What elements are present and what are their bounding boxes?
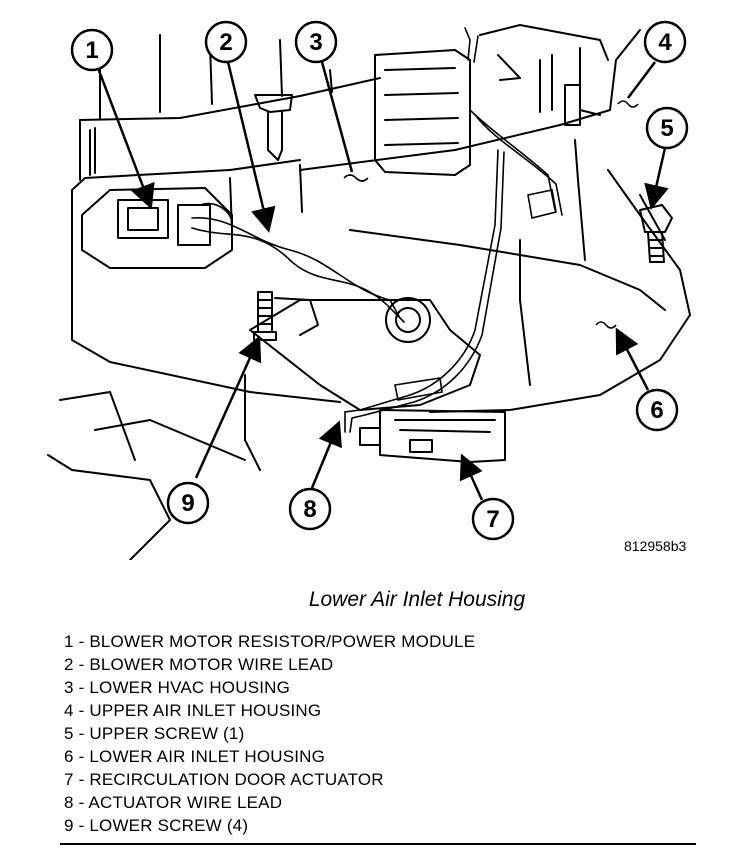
callout-8: 8: [288, 487, 332, 531]
leader-line-3: [320, 61, 354, 173]
callout-label: 8: [303, 496, 316, 523]
callout-6: 6: [635, 388, 679, 432]
leader-line-7: [459, 453, 484, 501]
legend-item: 5 - UPPER SCREW (1): [64, 724, 245, 743]
legend-item: 1 - BLOWER MOTOR RESISTOR/POWER MODULE: [64, 632, 476, 651]
hvac-housing-illustration: 1 2 3 4 5 6 7 8 9: [47, 20, 691, 560]
callout-4: 4: [643, 20, 687, 64]
legend-item: 6 - LOWER AIR INLET HOUSING: [64, 747, 326, 766]
callout-7: 7: [471, 497, 515, 541]
callout-label: 7: [486, 506, 499, 533]
legend-item: 2 - BLOWER MOTOR WIRE LEAD: [64, 655, 334, 674]
callout-label: 2: [219, 29, 232, 56]
tilde-mark-6: [595, 321, 617, 329]
tilde-mark-4: [617, 100, 639, 108]
callout-label: 5: [660, 115, 673, 142]
blower-motor-wire-lead-drawing: [191, 203, 405, 323]
leader-line-1: [96, 67, 155, 210]
leader-lines: [96, 61, 669, 501]
leader-line-2: [226, 61, 276, 233]
callout-label: 4: [658, 29, 672, 56]
leader-line-9: [194, 335, 262, 479]
callout-3: 3: [294, 20, 338, 64]
bottom-divider: [60, 843, 696, 845]
legend-item: 4 - UPPER AIR INLET HOUSING: [64, 701, 322, 720]
callout-5: 5: [645, 106, 689, 150]
legend-item: 3 - LOWER HVAC HOUSING: [64, 678, 291, 697]
legend-item: 9 - LOWER SCREW (4): [64, 816, 249, 835]
leader-line-5: [644, 147, 669, 210]
callout-9: 9: [166, 481, 210, 525]
callout-label: 6: [650, 397, 663, 424]
parts-legend: 1 - BLOWER MOTOR RESISTOR/POWER MODULE 2…: [64, 630, 475, 837]
callout-label: 1: [85, 37, 98, 64]
legend-item: 8 - ACTUATOR WIRE LEAD: [64, 793, 283, 812]
leader-line-6: [615, 327, 650, 391]
tilde-mark-3: [343, 174, 369, 182]
legend-item: 7 - RECIRCULATION DOOR ACTUATOR: [64, 770, 384, 789]
callout-2: 2: [204, 20, 248, 64]
callout-label: 9: [181, 490, 194, 517]
leader-line-8: [310, 420, 342, 489]
actuator-wire-lead-drawing: [344, 27, 563, 433]
figure-id: 812958b3: [624, 538, 687, 554]
callout-1: 1: [70, 28, 114, 72]
leader-line-4: [627, 61, 656, 99]
lower-hvac-housing-drawing: [47, 24, 691, 560]
callout-label: 3: [309, 29, 322, 56]
figure-caption: Lower Air Inlet Housing: [308, 588, 526, 611]
